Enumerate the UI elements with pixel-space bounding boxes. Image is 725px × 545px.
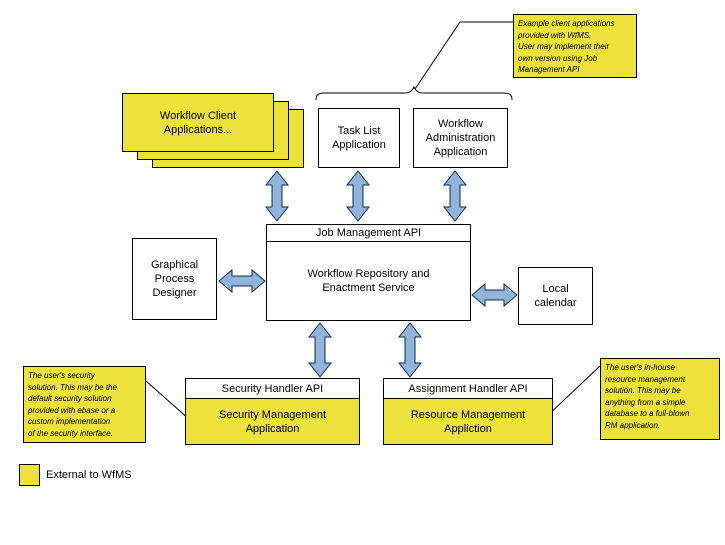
double-arrow-service-calendar [471,282,518,308]
local-calendar-label: Local calendar [534,283,577,309]
task-list-label: Task List Application [332,125,386,151]
double-arrow-tasklist-jobapi [345,170,371,222]
legend-external-swatch [19,464,40,486]
legend-external-label: External to WfMS [46,469,132,481]
workflow-admin-label: Workflow Administration Application [425,118,496,158]
box-assignment-handler: Assignment Handler API Resource Manageme… [383,378,553,445]
note-connector-line [414,21,513,90]
note-client-apps: Example client applications provided wit… [513,14,637,78]
brace [315,85,513,101]
box-process-designer: Graphical Process Designer [132,238,217,320]
job-api-header: Job Management API [267,225,470,242]
security-app-label: Security Management Application [186,399,359,444]
box-enactment-service: Job Management API Workflow Repository a… [266,224,471,321]
security-api-header: Security Handler API [186,379,359,399]
resource-note-connector-line [544,365,601,419]
double-arrow-clients-jobapi [264,170,290,222]
note-resource-solution: The user's in-house resource management … [600,358,720,440]
box-local-calendar: Local calendar [518,267,593,325]
box-workflow-admin: Workflow Administration Application [413,108,508,168]
client-stack-label: Workflow Client Applications... [159,109,237,136]
enactment-label: Workflow Repository and Enactment Servic… [307,268,430,294]
double-arrow-service-assignment [397,322,423,378]
process-designer-label: Graphical Process Designer [150,259,199,299]
double-arrow-admin-jobapi [442,170,468,222]
double-arrow-service-security [307,322,333,378]
resource-app-label: Resource Management Appliction [384,399,552,444]
client-stack-front: Workflow Client Applications... [122,93,274,152]
box-security-handler: Security Handler API Security Management… [185,378,360,445]
double-arrow-designer-service [218,268,266,294]
box-task-list: Task List Application [318,108,400,168]
assignment-api-header: Assignment Handler API [384,379,552,399]
security-note-connector-line [145,380,191,421]
note-security-solution: The user's security solution. This may b… [23,366,146,443]
